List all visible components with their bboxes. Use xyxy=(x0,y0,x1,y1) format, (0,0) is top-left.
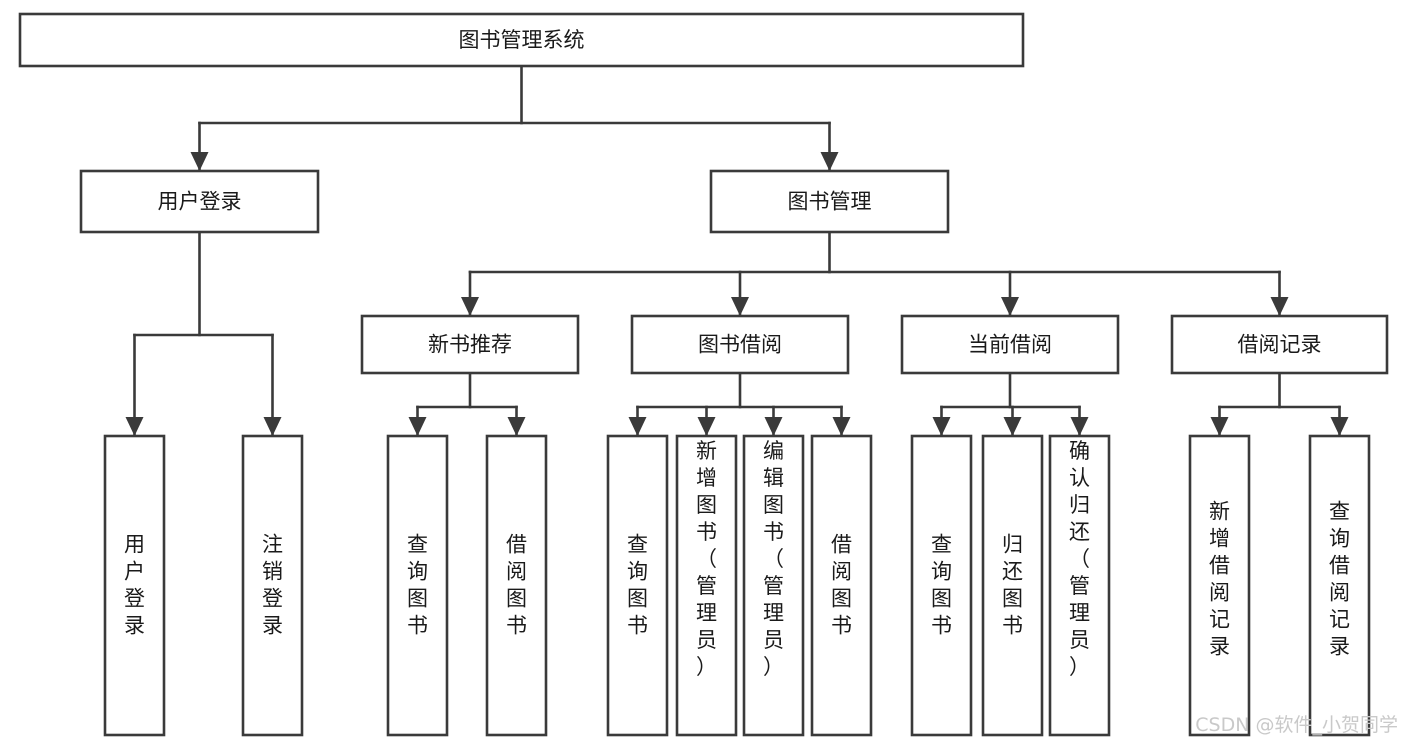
arrow-head-icon xyxy=(263,417,282,436)
node-label-leaf-logout: 注销登录 xyxy=(262,533,283,638)
node-label-leaf-query-record: 查询借阅记录 xyxy=(1329,500,1350,659)
node-leaf-logout[interactable]: 注销登录 xyxy=(241,434,304,737)
node-leaf-add-record[interactable]: 新增借阅记录 xyxy=(1188,434,1251,737)
arrow-head-icon xyxy=(764,417,783,436)
node-label-book-borrow: 图书借阅 xyxy=(698,333,782,357)
node-label-leaf-add-book: 新增图书（管理员） xyxy=(696,439,717,679)
arrow-head-icon xyxy=(507,417,526,436)
node-box-leaf-confirm-return xyxy=(1048,434,1111,737)
node-box-leaf-borrow-book-rec xyxy=(485,434,548,737)
node-box-leaf-edit-book xyxy=(742,434,805,737)
node-box-root xyxy=(18,12,1025,68)
arrow-head-icon xyxy=(461,297,479,316)
node-label-leaf-user-login: 用户登录 xyxy=(124,533,145,638)
connectors-layer xyxy=(125,64,1349,438)
node-label-leaf-borrow-book-rec: 借阅图书 xyxy=(506,533,527,638)
node-book-borrow[interactable]: 图书借阅 xyxy=(630,314,850,375)
node-leaf-query-book-rec[interactable]: 查询图书 xyxy=(386,434,449,737)
watermark-label: CSDN @软件_小贺同学 xyxy=(1195,714,1398,736)
node-box-book-manage xyxy=(709,169,950,234)
node-leaf-edit-book[interactable]: 编辑图书（管理员） xyxy=(742,434,805,737)
node-box-leaf-query-book-borrow xyxy=(606,434,669,737)
node-box-book-borrow xyxy=(630,314,850,375)
node-box-leaf-add-book xyxy=(675,434,738,737)
node-label-borrow-record: 借阅记录 xyxy=(1238,333,1322,357)
node-label-leaf-edit-book: 编辑图书（管理员） xyxy=(763,439,784,679)
arrow-head-icon xyxy=(820,152,839,171)
node-borrow-record[interactable]: 借阅记录 xyxy=(1170,314,1389,375)
node-root[interactable]: 图书管理系统 xyxy=(18,12,1025,68)
node-box-leaf-return-book xyxy=(981,434,1044,737)
node-new-book-recommend[interactable]: 新书推荐 xyxy=(360,314,580,375)
node-box-leaf-logout xyxy=(241,434,304,737)
node-current-borrow[interactable]: 当前借阅 xyxy=(900,314,1120,375)
node-label-current-borrow: 当前借阅 xyxy=(968,333,1052,357)
arrow-head-icon xyxy=(1001,297,1019,316)
node-leaf-return-book[interactable]: 归还图书 xyxy=(981,434,1044,737)
node-box-borrow-record xyxy=(1170,314,1389,375)
arrow-head-icon xyxy=(1330,417,1349,436)
node-leaf-add-book[interactable]: 新增图书（管理员） xyxy=(675,434,738,737)
nodes-layer: 图书管理系统用户登录图书管理新书推荐图书借阅当前借阅借阅记录用户登录注销登录查询… xyxy=(18,12,1389,737)
node-box-leaf-borrow-book xyxy=(810,434,873,737)
arrow-head-icon xyxy=(697,417,716,436)
arrow-head-icon xyxy=(125,417,144,436)
arrow-head-icon xyxy=(1003,417,1022,436)
node-box-leaf-query-book-current xyxy=(910,434,973,737)
arrow-head-icon xyxy=(832,417,851,436)
node-box-leaf-add-record xyxy=(1188,434,1251,737)
arrow-head-icon xyxy=(408,417,427,436)
arrow-head-icon xyxy=(1070,417,1089,436)
node-label-leaf-confirm-return: 确认归还（管理员） xyxy=(1069,439,1090,679)
node-label-leaf-return-book: 归还图书 xyxy=(1002,533,1023,638)
node-box-user-login xyxy=(79,169,320,234)
node-leaf-confirm-return[interactable]: 确认归还（管理员） xyxy=(1048,434,1111,737)
node-book-manage[interactable]: 图书管理 xyxy=(709,169,950,234)
node-label-leaf-add-record: 新增借阅记录 xyxy=(1209,500,1230,659)
node-box-leaf-query-book-rec xyxy=(386,434,449,737)
node-label-new-book-recommend: 新书推荐 xyxy=(428,333,512,357)
arrow-head-icon xyxy=(1210,417,1229,436)
node-label-book-manage: 图书管理 xyxy=(788,190,872,214)
node-leaf-query-book-current[interactable]: 查询图书 xyxy=(910,434,973,737)
arrow-head-icon xyxy=(932,417,951,436)
node-label-leaf-borrow-book: 借阅图书 xyxy=(831,533,852,638)
node-box-new-book-recommend xyxy=(360,314,580,375)
node-box-leaf-query-record xyxy=(1308,434,1371,737)
arrow-head-icon xyxy=(731,297,749,316)
arrow-head-icon xyxy=(190,152,209,171)
node-label-user-login: 用户登录 xyxy=(158,190,242,214)
node-leaf-query-record[interactable]: 查询借阅记录 xyxy=(1308,434,1371,737)
node-box-leaf-user-login xyxy=(103,434,166,737)
arrow-head-icon xyxy=(628,417,647,436)
node-label-leaf-query-book-rec: 查询图书 xyxy=(407,533,428,638)
node-leaf-borrow-book[interactable]: 借阅图书 xyxy=(810,434,873,737)
node-user-login[interactable]: 用户登录 xyxy=(79,169,320,234)
node-label-leaf-query-book-current: 查询图书 xyxy=(931,533,952,638)
node-label-root: 图书管理系统 xyxy=(459,28,585,52)
node-leaf-query-book-borrow[interactable]: 查询图书 xyxy=(606,434,669,737)
node-leaf-borrow-book-rec[interactable]: 借阅图书 xyxy=(485,434,548,737)
node-leaf-user-login[interactable]: 用户登录 xyxy=(103,434,166,737)
arrow-head-icon xyxy=(1270,297,1289,316)
node-box-current-borrow xyxy=(900,314,1120,375)
node-label-leaf-query-book-borrow: 查询图书 xyxy=(627,533,648,638)
